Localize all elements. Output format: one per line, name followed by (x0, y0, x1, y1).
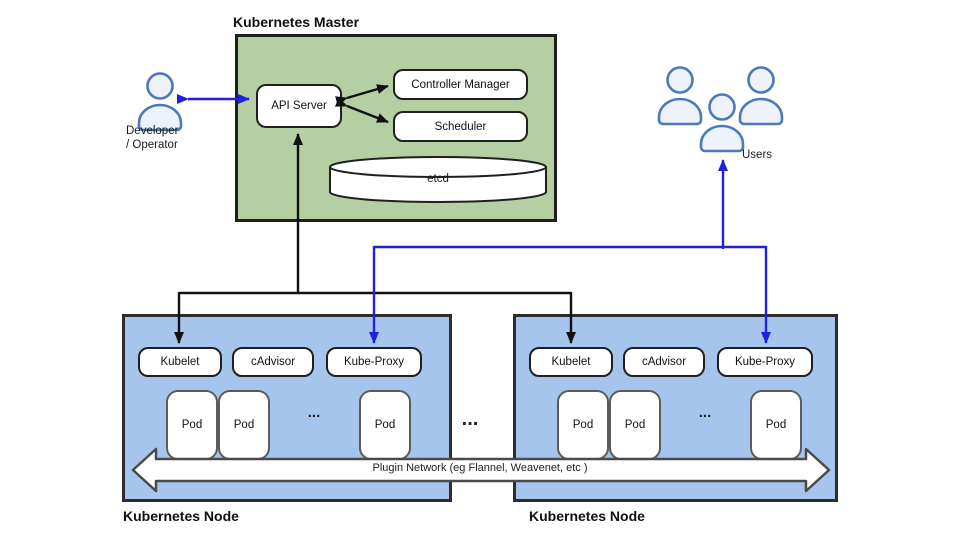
node-left-kube-proxy-box: Kube-Proxy (326, 347, 422, 377)
user-icon-front (699, 93, 745, 153)
pod-label: Pod (765, 419, 787, 431)
developer-label-line1: Developer (126, 125, 179, 137)
user-icon-back-left (657, 66, 703, 126)
pod-label: Pod (181, 419, 203, 431)
scheduler-label: Scheduler (434, 120, 487, 133)
node-left-kubelet-label: Kubelet (160, 356, 200, 368)
node-left-cadvisor-label: cAdvisor (250, 356, 296, 368)
node-right-title: Kubernetes Node (529, 508, 645, 524)
node-right-pods-ellipsis: ... (698, 404, 712, 421)
api-server-label: API Server (271, 100, 327, 112)
scheduler-box: Scheduler (393, 111, 528, 142)
pod-label: Pod (233, 419, 255, 431)
node-right-kube-proxy-label: Kube-Proxy (734, 356, 796, 368)
node-left-pods-ellipsis: ... (307, 404, 321, 421)
node-right-pod-3: Pod (750, 390, 802, 460)
node-right-kube-proxy-box: Kube-Proxy (717, 347, 813, 377)
node-left-pod-1: Pod (166, 390, 218, 460)
master-title: Kubernetes Master (233, 14, 360, 30)
etcd-label: etcd (427, 173, 449, 185)
developer-icon (137, 72, 183, 132)
node-right-kubelet-box: Kubelet (529, 347, 613, 377)
node-left-pod-3: Pod (359, 390, 411, 460)
pod-label: Pod (624, 419, 646, 431)
node-right-pod-2: Pod (609, 390, 661, 460)
controller-manager-label: Controller Manager (411, 78, 510, 91)
plugin-network-label: Plugin Network (eg Flannel, Weavenet, et… (372, 462, 588, 474)
node-right-cadvisor-box: cAdvisor (623, 347, 705, 377)
node-right-pod-1: Pod (557, 390, 609, 460)
user-icon-back-right (738, 66, 784, 126)
api-server-box: API Server (256, 84, 342, 128)
users-label: Users (742, 149, 773, 161)
node-left-cadvisor-box: cAdvisor (232, 347, 314, 377)
pod-label: Pod (374, 419, 396, 431)
node-left-kubelet-box: Kubelet (138, 347, 222, 377)
developer-label-line2: / Operator (126, 139, 178, 151)
node-left-kube-proxy-label: Kube-Proxy (343, 356, 405, 368)
node-left-pod-2: Pod (218, 390, 270, 460)
node-right-cadvisor-label: cAdvisor (641, 356, 687, 368)
node-right-kubelet-label: Kubelet (551, 356, 591, 368)
node-left-title: Kubernetes Node (123, 508, 239, 524)
pod-label: Pod (572, 419, 594, 431)
nodes-separator-ellipsis: ... (461, 408, 479, 430)
controller-manager-box: Controller Manager (393, 69, 528, 100)
